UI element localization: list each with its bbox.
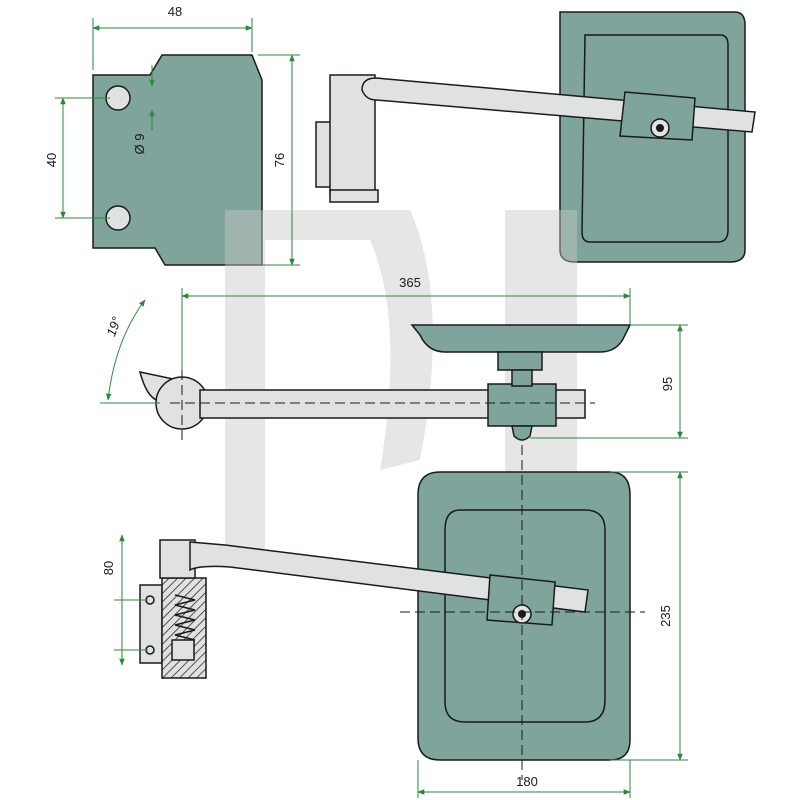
dim-mirror-height: 235 xyxy=(658,605,673,627)
dim-angle: 19° xyxy=(103,315,124,339)
dim-mirror-width: 180 xyxy=(516,774,538,789)
dim-hole-diameter: Ø 9 xyxy=(132,134,147,155)
dimension-lines xyxy=(55,18,688,798)
dim-hole-spacing: 40 xyxy=(44,153,59,167)
dim-arm-length: 365 xyxy=(399,275,421,290)
arm-top-view xyxy=(138,324,632,441)
dim-clamp-height: 80 xyxy=(101,561,116,575)
bracket-plate-view xyxy=(92,54,263,266)
dim-bracket-width: 48 xyxy=(168,4,182,19)
mirror-rear-view xyxy=(315,11,756,263)
dim-mirror-depth: 95 xyxy=(660,377,675,391)
dim-bracket-height: 76 xyxy=(272,153,287,167)
mirror-front-view xyxy=(139,445,645,780)
